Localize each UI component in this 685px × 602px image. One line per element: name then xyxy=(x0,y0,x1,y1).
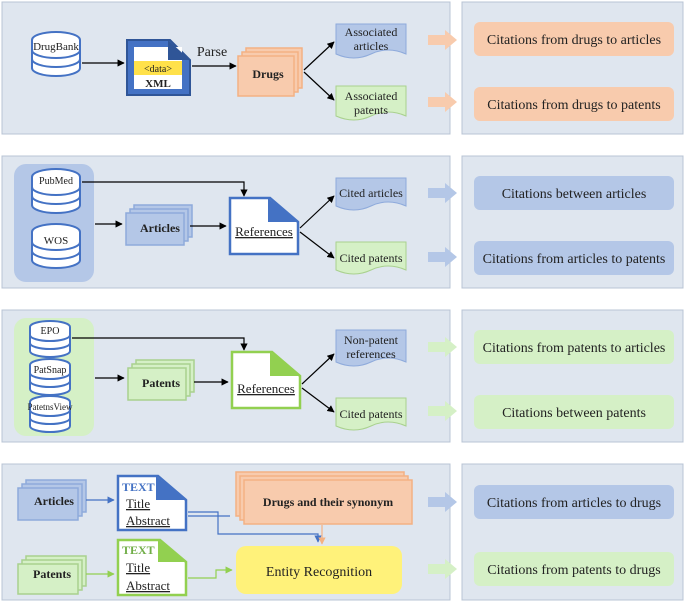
associated-patents-shape xyxy=(335,85,407,121)
result-between-articles-text: Citations between articles xyxy=(502,187,647,202)
nonpatent-references-shape xyxy=(335,329,407,367)
orange-arrow-2 xyxy=(428,92,457,112)
associated-articles-line1: Associated xyxy=(345,25,398,39)
arrow-references-to-nonpatent xyxy=(301,353,335,385)
references-document-icon xyxy=(228,196,300,256)
arrow-patent-text-to-ner xyxy=(188,566,233,579)
arrow-drugs-to-articles xyxy=(303,41,335,71)
result-patents-to-drugs-text: Citations from patents to drugs xyxy=(487,563,660,578)
xml-label: XML xyxy=(145,78,171,90)
patent-abstract-label: Abstract xyxy=(126,578,170,593)
result-articles-to-patents-text: Citations from articles to patents xyxy=(483,252,666,267)
articles-label: Articles xyxy=(140,221,180,235)
arrow-references-to-cited-patents xyxy=(299,231,335,259)
associated-articles-shape xyxy=(335,23,407,59)
article-title-label: Title xyxy=(126,496,150,511)
arrow-pubmed-to-references xyxy=(82,181,248,197)
drugs-stack xyxy=(237,47,303,97)
epo-label: EPO xyxy=(41,326,60,337)
blue-arrow-3 xyxy=(428,492,457,512)
patents-stack xyxy=(127,359,195,401)
arrow-drugs-to-patents xyxy=(303,71,335,101)
result-articles-to-drugs-text: Citations from articles to drugs xyxy=(487,496,661,511)
result-between-patents-text: Citations between patents xyxy=(502,406,646,421)
patent-references-document-icon xyxy=(230,350,302,410)
arrow-references-to-cited-articles xyxy=(299,195,335,229)
xml-document-icon xyxy=(126,39,191,96)
result-between-patents xyxy=(474,395,674,429)
result-drugs-to-patents xyxy=(474,87,674,121)
patentsview-label: PatetnsView xyxy=(28,402,73,412)
patsnap-label: PatSnap xyxy=(34,365,67,376)
article-abstract-label: Abstract xyxy=(126,513,170,528)
patent-references-label: References xyxy=(237,381,295,396)
parse-label: Parse xyxy=(197,45,227,60)
patent-text-document-icon xyxy=(116,538,188,597)
patent-text-tag: TEXT xyxy=(122,543,155,557)
patents-2-label: Patents xyxy=(33,567,71,581)
cited-articles-label: Cited articles xyxy=(339,186,403,200)
blue-arrow-1 xyxy=(428,183,457,203)
cited-patents-shape xyxy=(335,241,407,275)
article-text-tag: TEXT xyxy=(122,480,155,494)
green-arrow-1 xyxy=(428,337,457,357)
result-drugs-to-patents-text: Citations from drugs to patents xyxy=(487,98,660,113)
patent-title-label: Title xyxy=(126,560,150,575)
associated-articles-line2: articles xyxy=(354,39,389,53)
blue-arrow-2 xyxy=(428,247,457,267)
result-articles-to-drugs xyxy=(474,485,674,519)
cited-patents-label: Cited patents xyxy=(340,251,403,265)
arrow-article-text-to-ner xyxy=(188,511,322,543)
associated-patents-line2: patents xyxy=(354,103,388,117)
patents-stack-2 xyxy=(17,555,87,595)
articles-stack-2 xyxy=(17,479,87,521)
associated-patents-line1: Associated xyxy=(345,89,398,103)
article-text-document-icon xyxy=(116,474,188,532)
nonpatent-line2: references xyxy=(346,347,396,361)
articles-stack xyxy=(125,204,193,246)
orange-arrow-1 xyxy=(428,30,457,50)
result-patents-to-drugs xyxy=(474,552,674,586)
articles-2-label: Articles xyxy=(34,494,74,508)
drugs-synonym-stack xyxy=(235,471,413,525)
wos-label: WOS xyxy=(44,235,68,247)
arrow-epo-to-references xyxy=(72,337,248,351)
entity-recognition-label: Entity Recognition xyxy=(266,565,372,580)
cited-articles-shape xyxy=(335,177,407,211)
drugbank-database-icon xyxy=(31,31,81,77)
arrow-references-to-cited-patents xyxy=(301,387,335,413)
xml-data-tag: <data> xyxy=(144,64,172,75)
entity-recognition-box xyxy=(236,546,402,594)
result-drugs-to-articles xyxy=(474,22,674,56)
patents-label: Patents xyxy=(142,376,180,390)
pubmed-label: PubMed xyxy=(39,176,73,187)
result-patents-to-articles-text: Citations from patents to articles xyxy=(483,341,666,356)
references-label: References xyxy=(235,224,293,239)
green-arrow-3 xyxy=(428,559,457,579)
green-arrow-2 xyxy=(428,401,457,421)
nonpatent-line1: Non-patent xyxy=(344,333,399,347)
cited-patents-2-shape xyxy=(335,397,407,431)
drugs-label: Drugs xyxy=(252,67,284,81)
cited-patents-2-label: Cited patents xyxy=(340,407,403,421)
result-drugs-to-articles-text: Citations from drugs to articles xyxy=(487,33,661,48)
drugs-synonym-label: Drugs and their synonym xyxy=(263,495,393,509)
result-between-articles xyxy=(474,176,674,210)
drugbank-label: DrugBank xyxy=(33,41,79,53)
result-articles-to-patents xyxy=(474,241,674,275)
result-patents-to-articles xyxy=(474,330,674,364)
